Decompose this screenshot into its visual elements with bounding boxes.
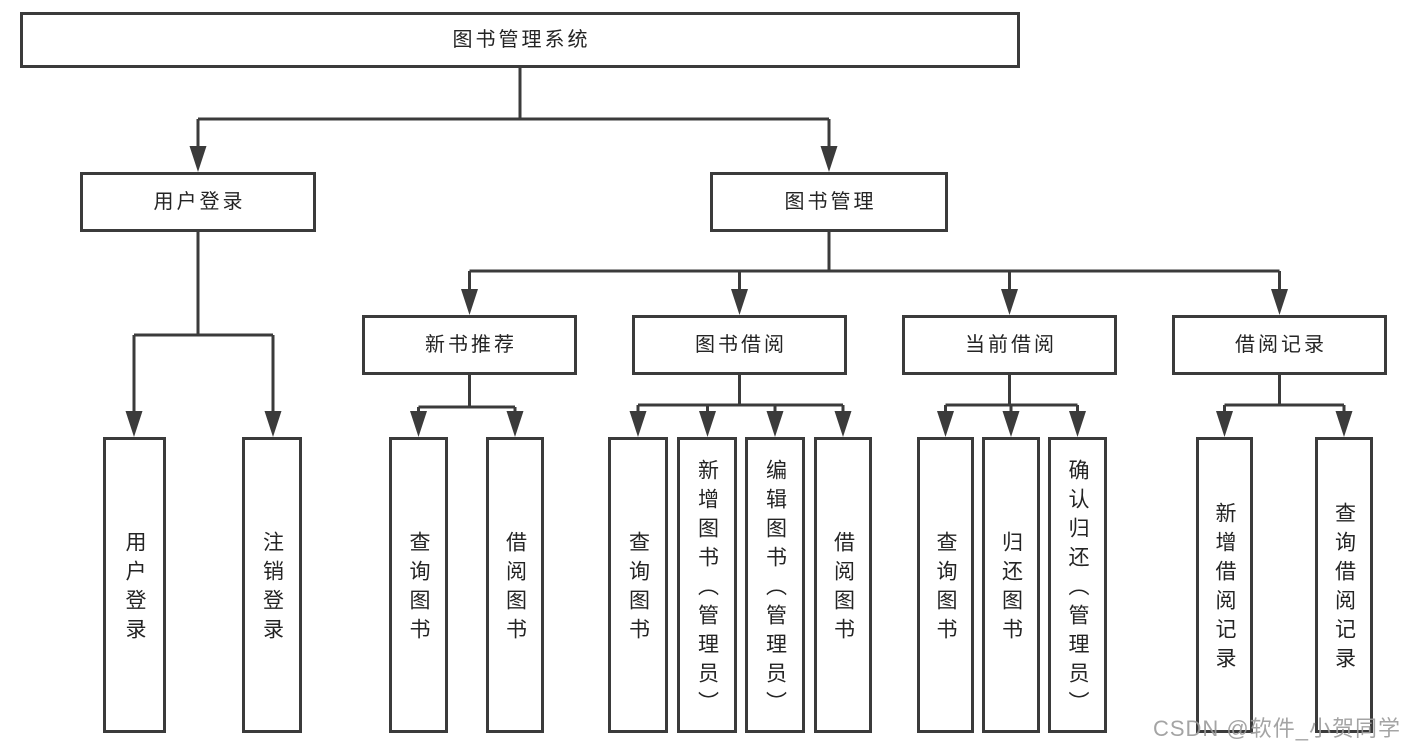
node-book-borrowing: 图书借阅 [632,315,847,375]
leaf-return-book: 归还图书 [982,437,1040,733]
leaf-query-books-recommend-label: 查询图书 [407,531,430,647]
leaf-query-borrow-record-label: 查询借阅记录 [1332,502,1356,676]
node-new-book-recommend-label: 新书推荐 [425,334,517,356]
node-current-borrowing-label: 当前借阅 [965,334,1057,356]
leaf-query-books-current-label: 查询图书 [934,531,957,647]
node-root-label: 图书管理系统 [452,29,591,51]
leaf-borrow-books: 借阅图书 [814,437,872,733]
leaf-query-books-borrowing-label: 查询图书 [626,531,650,647]
node-book-borrowing-label: 图书借阅 [695,334,787,356]
leaf-query-books-current: 查询图书 [917,437,974,733]
node-user-login-label: 用户登录 [153,191,246,213]
leaf-confirm-return-admin: 确认归还（管理员） [1048,437,1107,733]
node-new-book-recommend: 新书推荐 [362,315,577,375]
leaf-query-books-recommend: 查询图书 [389,437,448,733]
leaf-logout-label: 注销登录 [260,531,284,647]
leaf-edit-book-admin-label: 编辑图书（管理员） [763,458,787,720]
leaf-borrow-books-recommend-label: 借阅图书 [503,531,527,647]
node-borrowing-records: 借阅记录 [1172,315,1387,375]
watermark: CSDN @软件_小贺同学 [1152,716,1401,741]
leaf-return-book-label: 归还图书 [999,531,1023,647]
leaf-borrow-books-label: 借阅图书 [831,531,855,647]
leaf-query-borrow-record: 查询借阅记录 [1315,437,1373,733]
node-book-management: 图书管理 [710,172,948,232]
leaf-add-book-admin-label: 新增图书（管理员） [695,458,719,720]
leaf-borrow-books-recommend: 借阅图书 [486,437,544,733]
leaf-add-borrow-record-label: 新增借阅记录 [1213,502,1236,676]
leaf-add-borrow-record: 新增借阅记录 [1196,437,1253,733]
leaf-confirm-return-admin-label: 确认归还（管理员） [1066,458,1089,720]
leaf-edit-book-admin: 编辑图书（管理员） [745,437,805,733]
leaf-user-login-label: 用户登录 [123,531,146,647]
leaf-add-book-admin: 新增图书（管理员） [677,437,737,733]
leaf-query-books-borrowing: 查询图书 [608,437,668,733]
node-user-login: 用户登录 [80,172,316,232]
node-book-management-label: 图书管理 [784,191,877,213]
node-borrowing-records-label: 借阅记录 [1235,334,1327,356]
leaf-user-login: 用户登录 [103,437,166,733]
leaf-logout: 注销登录 [242,437,302,733]
node-current-borrowing: 当前借阅 [902,315,1117,375]
node-root: 图书管理系统 [20,12,1020,68]
